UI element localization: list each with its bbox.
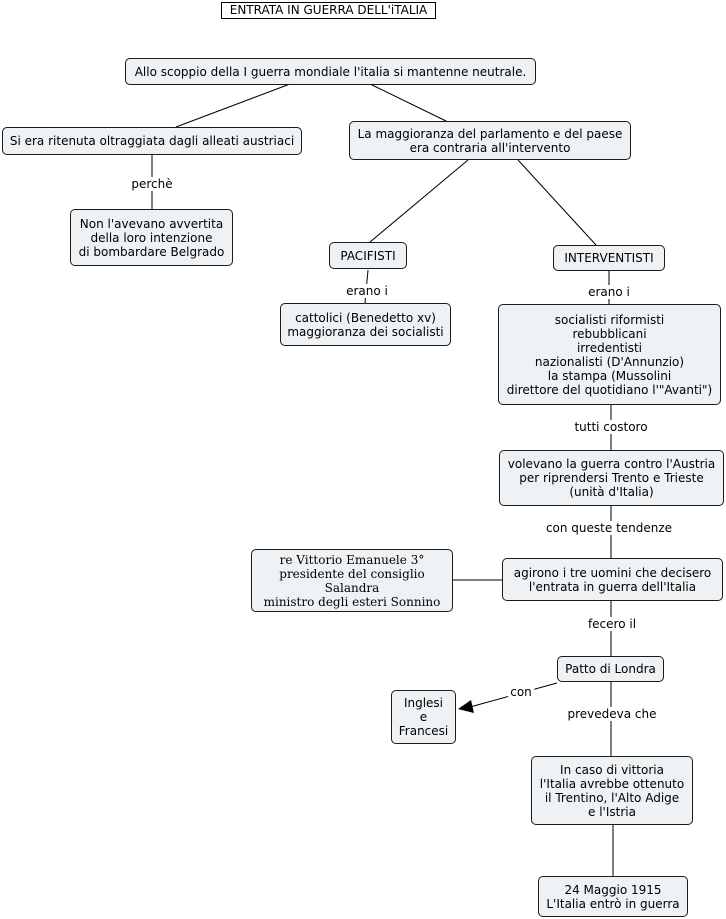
node-non-avvertita: Non l'avevano avvertita della loro inten…	[70, 209, 233, 266]
map-title: ENTRATA IN GUERRA DELL'iTALIA	[221, 2, 436, 19]
node-root: Allo scoppio della I guerra mondiale l'i…	[125, 58, 536, 85]
node-re: re Vittorio Emanuele 3° presidente del c…	[251, 549, 453, 612]
arrowhead	[458, 700, 474, 713]
label-fecero-il: fecero il	[585, 617, 639, 631]
label-perche: perchè	[129, 177, 175, 191]
node-volevano: volevano la guerra contro l'Austria per …	[499, 450, 724, 506]
node-patto: Patto di Londra	[557, 656, 664, 682]
label-con: con	[508, 685, 534, 699]
node-agirono: agirono i tre uomini che decisero l'entr…	[502, 558, 723, 601]
node-cattolici: cattolici (Benedetto xv) maggioranza dei…	[280, 303, 451, 346]
node-inglesi: Inglesi e Francesi	[391, 690, 456, 744]
node-pacifisti: PACIFISTI	[329, 242, 407, 269]
label-prevedeva-che: prevedeva che	[565, 707, 659, 721]
node-vittoria: In caso di vittoria l'Italia avrebbe ott…	[531, 756, 693, 825]
link-maggioranza-interventisti	[517, 159, 597, 246]
node-interventisti: INTERVENTISTI	[553, 245, 665, 271]
label-con-queste-tendenze: con queste tendenze	[543, 521, 675, 535]
node-socialisti: socialisti riformisti rebubblicani irred…	[498, 304, 721, 405]
node-maggioranza: La maggioranza del parlamento e del paes…	[349, 121, 631, 160]
node-oltraggiata: Si era ritenuta oltraggiata dagli alleat…	[2, 127, 302, 155]
link-root-maggioranza	[369, 83, 447, 122]
node-maggio: 24 Maggio 1915 L'Italia entrò in guerra	[538, 876, 688, 917]
label-tutti-costoro: tutti costoro	[572, 420, 650, 434]
label-erano-i-interventisti: erano i	[586, 285, 632, 299]
link-root-oltraggiata	[175, 83, 291, 128]
link-maggioranza-pacifisti	[369, 159, 469, 243]
label-erano-i-pacifisti: erano i	[344, 284, 390, 298]
